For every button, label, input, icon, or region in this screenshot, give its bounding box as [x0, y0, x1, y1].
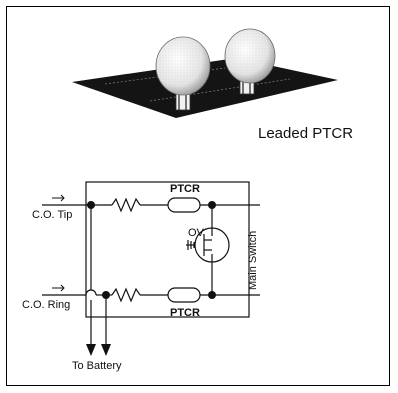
- co-tip-label: C.O. Tip: [32, 209, 72, 221]
- schematic: [42, 181, 260, 350]
- photo-caption: Leaded PTCR: [258, 125, 353, 142]
- junction-dot: [208, 201, 216, 209]
- module-box: [85, 181, 250, 318]
- co-ring-label: C.O. Ring: [22, 299, 70, 311]
- junction-dot: [208, 291, 216, 299]
- battery-arrows: [86, 344, 111, 356]
- figure-frame: [6, 6, 390, 386]
- junction-dot: [87, 201, 95, 209]
- input-arrows: [52, 194, 65, 292]
- ov-label: OV: [188, 227, 205, 239]
- ptcr-bottom-label: PTCR: [170, 307, 200, 319]
- ptcr-top: [167, 197, 201, 213]
- ptcr-photo: [72, 28, 338, 118]
- junction-dots: [87, 201, 216, 299]
- arrow-down-icon: [101, 344, 111, 356]
- ptcr-bottom: [167, 287, 201, 303]
- tip-resistor: [111, 197, 141, 213]
- ring-resistor: [111, 287, 141, 303]
- ptcr-top-label: PTCR: [170, 183, 200, 195]
- ptcr-component-right: [224, 28, 276, 95]
- battery-label: To Battery: [72, 360, 122, 372]
- arrow-down-icon: [86, 344, 96, 356]
- ptcr-component-left: [155, 36, 211, 111]
- circuit-board: [72, 58, 338, 118]
- main-switch-label: Main Switch: [247, 231, 259, 290]
- junction-dot: [102, 291, 110, 299]
